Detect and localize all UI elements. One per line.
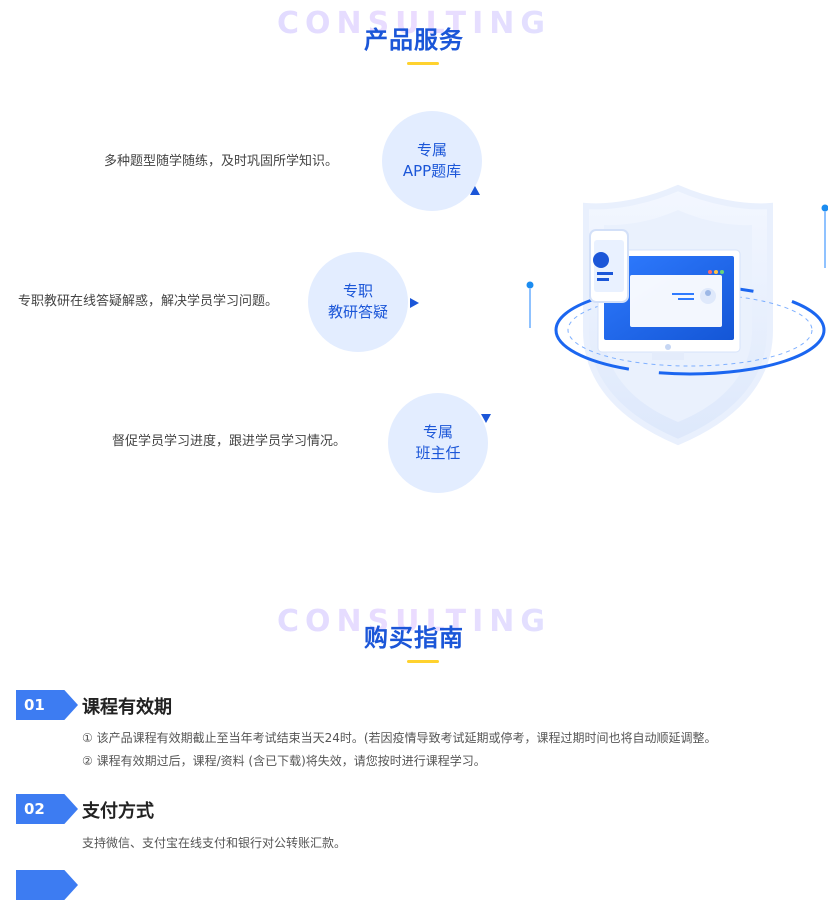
guide-number-badge: 01 bbox=[16, 690, 78, 720]
feature-label-line1: 专职 bbox=[343, 281, 373, 302]
feature-label-line1: 专属 bbox=[423, 422, 453, 443]
triangle-down-icon bbox=[481, 414, 491, 423]
triangle-up-icon bbox=[470, 186, 480, 195]
feature-circle-app: 专属 APP题库 bbox=[382, 111, 482, 211]
guide-title-validity: 课程有效期 bbox=[82, 693, 172, 719]
section-title-product-services: 产品服务 bbox=[0, 20, 828, 55]
guide-line: 支持微信、支付宝在线支付和银行对公转账汇款。 bbox=[82, 834, 346, 851]
feature-circle-tutor: 专职 教研答疑 bbox=[308, 252, 408, 352]
section-title-underline bbox=[407, 62, 439, 65]
section-title-purchase-guide: 购买指南 bbox=[0, 618, 828, 653]
feature-description-app: 多种题型随学随练，及时巩固所学知识。 bbox=[104, 150, 338, 169]
shield-computer-illustration bbox=[540, 180, 828, 480]
feature-description-tutor: 专职教研在线答疑解惑，解决学员学习问题。 bbox=[18, 290, 278, 309]
feature-label-line2: 教研答疑 bbox=[328, 302, 388, 323]
feature-description-headteacher: 督促学员学习进度，跟进学员学习情况。 bbox=[112, 430, 346, 449]
feature-label-line2: APP题库 bbox=[403, 161, 461, 182]
feature-label-line2: 班主任 bbox=[415, 443, 460, 464]
feature-label-line1: 专属 bbox=[417, 140, 447, 161]
guide-line: ① 该产品课程有效期截止至当年考试结束当天24时。(若因疫情导致考试延期或停考，… bbox=[82, 729, 717, 746]
triangle-right-icon bbox=[410, 298, 419, 308]
guide-title-payment: 支付方式 bbox=[82, 797, 154, 823]
pin-decoration-icon bbox=[524, 280, 536, 330]
guide-number-badge: 02 bbox=[16, 794, 78, 824]
guide-line: ② 课程有效期过后，课程/资料 (含已下载)将失效，请您按时进行课程学习。 bbox=[82, 752, 486, 769]
guide-number-badge-partial bbox=[16, 870, 78, 900]
section-title-underline bbox=[407, 660, 439, 663]
feature-circle-headteacher: 专属 班主任 bbox=[388, 393, 488, 493]
